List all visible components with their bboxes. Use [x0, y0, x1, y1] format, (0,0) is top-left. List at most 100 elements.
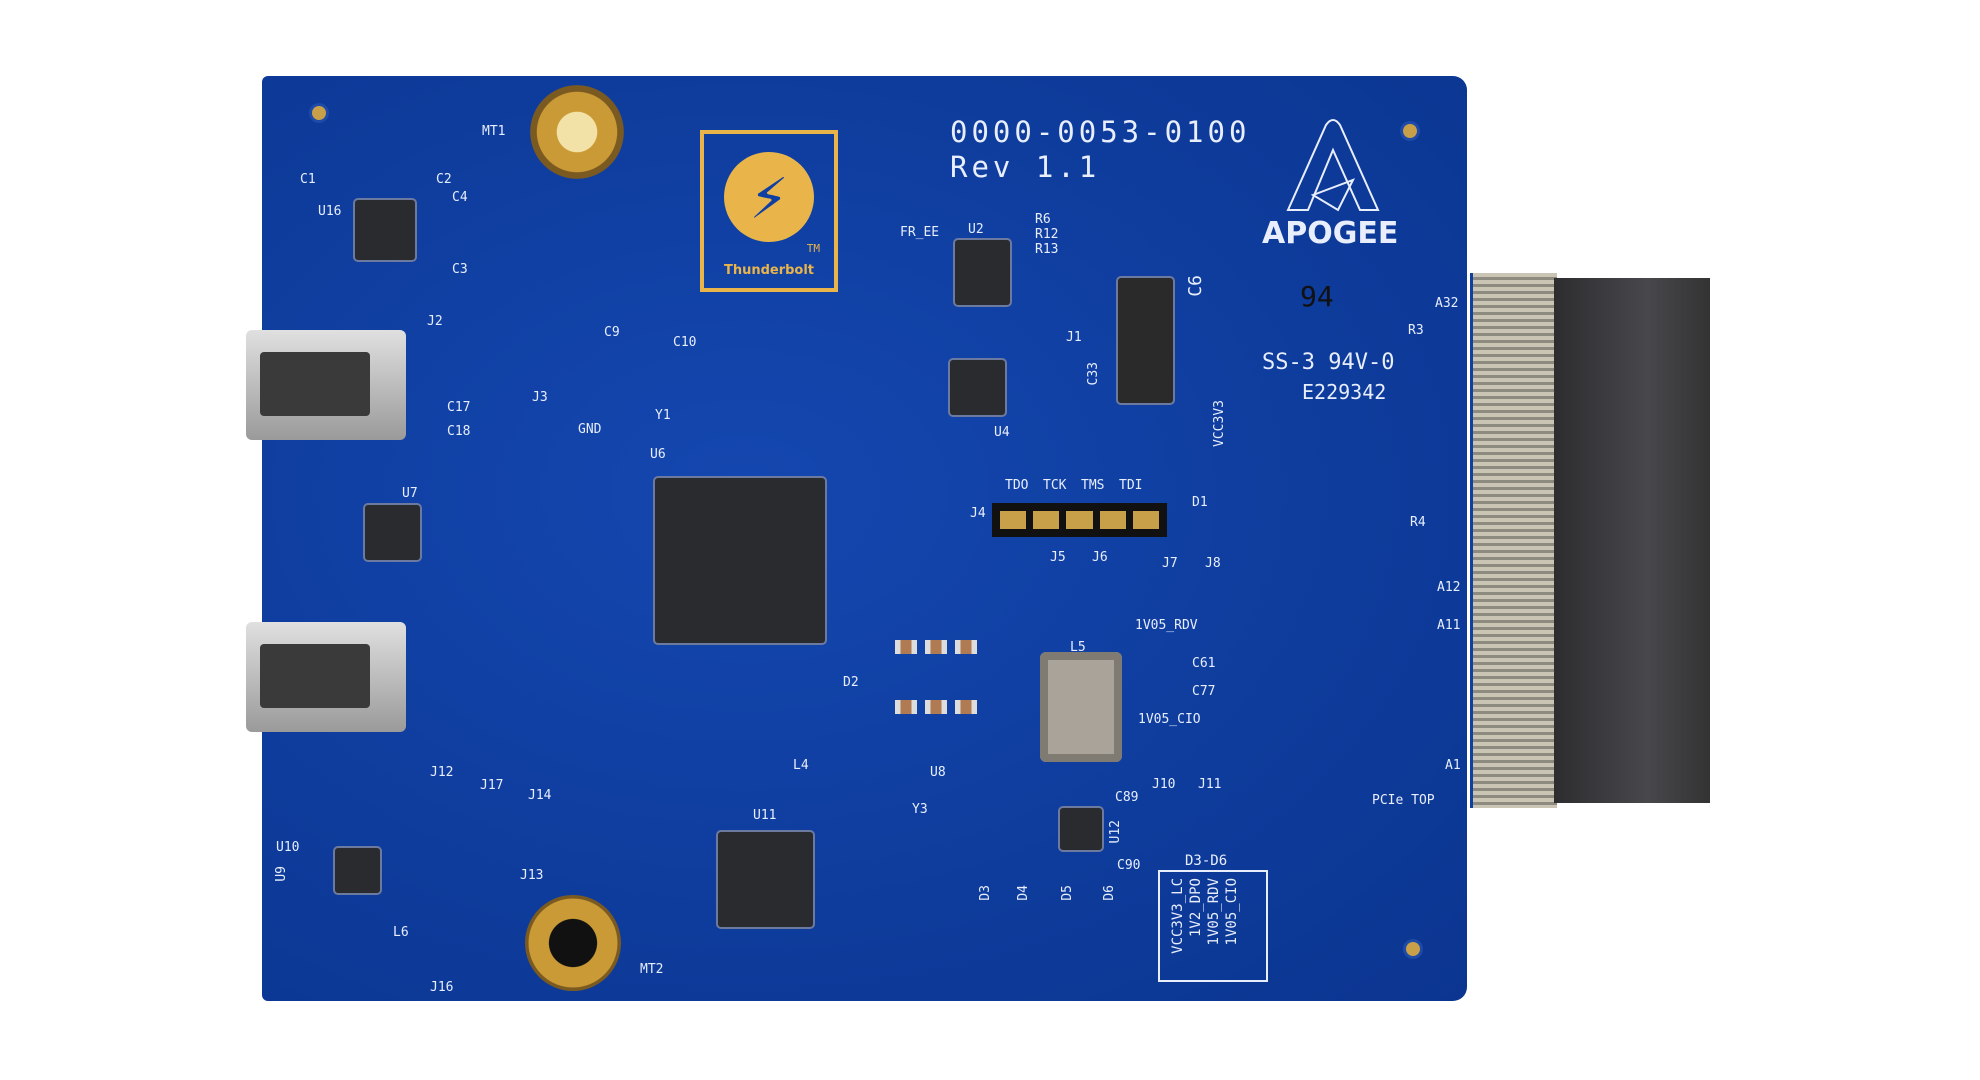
- refdes-label: J6: [1092, 550, 1108, 565]
- refdes-label: J16: [430, 980, 454, 995]
- refdes-label: U8: [930, 765, 946, 780]
- capacitor: [955, 700, 977, 714]
- controller-chip-u6: [655, 478, 825, 643]
- thunderbolt-label: Thunderbolt: [723, 263, 815, 278]
- refdes-label: U6: [650, 447, 666, 462]
- refdes-label: J4: [970, 506, 986, 521]
- handwritten-mark: 94: [1300, 280, 1334, 313]
- refdes-label: D6: [1102, 885, 1117, 901]
- edge-label: R4: [1410, 515, 1426, 530]
- refdes-label: VCC3V3: [1212, 400, 1227, 447]
- refdes-label: J11: [1198, 777, 1222, 792]
- refdes-label: J3: [532, 390, 548, 405]
- thunderbolt-port-1: [246, 330, 406, 440]
- refdes-label: J8: [1205, 556, 1221, 571]
- thunderbolt-port-2: [246, 622, 406, 732]
- refdes-label: L6: [393, 925, 409, 940]
- refdes-label: U10: [276, 840, 300, 855]
- edge-label: A1: [1445, 758, 1461, 773]
- lightning-icon: ⚡: [724, 152, 814, 242]
- mount-hole-mt1: [530, 85, 624, 179]
- ul-cert-line1: SS-3 94V-0: [1262, 350, 1395, 375]
- refdes-label: C6: [1185, 275, 1206, 297]
- ul-cert-line2: E229342: [1302, 380, 1387, 404]
- refdes-label: C90: [1117, 858, 1141, 873]
- chip-u10: [335, 848, 380, 893]
- refdes-label: Y1: [655, 408, 671, 423]
- refdes-label: C1: [300, 172, 316, 187]
- refdes-label: J14: [528, 788, 552, 803]
- edge-label: R3: [1408, 323, 1424, 338]
- eeprom-u2: [955, 240, 1010, 305]
- apogee-logo-icon: [1286, 119, 1380, 212]
- edge-label: A32: [1435, 296, 1459, 311]
- refdes-label: U7: [402, 486, 418, 501]
- refdes-label: D1: [1192, 495, 1208, 510]
- chip-u4: [950, 360, 1005, 415]
- mt2-label: MT2: [640, 962, 664, 977]
- jtag-header-j4: [992, 503, 1167, 537]
- refdes-label: C18: [447, 424, 471, 439]
- inductor-l5: [1040, 652, 1122, 762]
- led-legend-box: VCC3V3_LC 1V2_DPO 1V05_RDV 1V05_CIO: [1158, 870, 1268, 982]
- chip-u12: [1060, 808, 1102, 850]
- refdes-label: C3: [452, 262, 468, 277]
- jtag-label: TDI: [1119, 478, 1143, 493]
- chip-u7: [365, 505, 420, 560]
- pcie-top-label: PCIe TOP: [1372, 793, 1435, 808]
- refdes-label: J1: [1066, 330, 1082, 345]
- trademark: TM: [806, 242, 820, 255]
- refdes-label: C10: [673, 335, 697, 350]
- refdes-label: GND: [578, 422, 602, 437]
- refdes-label: J10: [1152, 777, 1176, 792]
- refdes-label: 1V05_RDV: [1135, 618, 1198, 633]
- refdes-label: U16: [318, 204, 342, 219]
- refdes-label: R13: [1035, 242, 1059, 257]
- refdes-label: R6: [1035, 212, 1051, 227]
- refdes-label: D5: [1060, 885, 1075, 901]
- thunderbolt-logo: ⚡ TM Thunderbolt: [700, 130, 838, 292]
- refdes-label: C4: [452, 190, 468, 205]
- refdes-label: J17: [480, 778, 504, 793]
- capacitor-c6: [1118, 278, 1173, 403]
- edge-label: A11: [1437, 618, 1461, 633]
- chip-u16: [355, 200, 415, 260]
- refdes-label: Y3: [912, 802, 928, 817]
- fiducial: [1406, 942, 1420, 956]
- refdes-label: C89: [1115, 790, 1139, 805]
- refdes-label: U2: [968, 222, 984, 237]
- refdes-label: C9: [604, 325, 620, 340]
- refdes-label: D4: [1016, 885, 1031, 901]
- edge-label: A12: [1437, 580, 1461, 595]
- mt1-label: MT1: [482, 124, 506, 139]
- refdes-label: C33: [1086, 362, 1101, 386]
- capacitor: [955, 640, 977, 654]
- connector-housing: [1554, 278, 1710, 803]
- refdes-label: C17: [447, 400, 471, 415]
- refdes-label: J12: [430, 765, 454, 780]
- pcie-edge-connector: [1470, 273, 1710, 808]
- led-rail-label: VCC3V3_LC: [1170, 878, 1186, 954]
- brand-name: APOGEE: [1262, 216, 1399, 251]
- refdes-label: L4: [793, 758, 809, 773]
- led-rail-label: 1V05_CIO: [1224, 878, 1240, 946]
- capacitor: [925, 640, 947, 654]
- mount-hole-mt2: [525, 895, 621, 991]
- refdes-label: D3: [978, 885, 993, 901]
- refdes-label: J13: [520, 868, 544, 883]
- fiducial: [1403, 124, 1417, 138]
- refdes-label: C2: [436, 172, 452, 187]
- fiducial: [312, 106, 326, 120]
- refdes-label: FR_EE: [900, 225, 940, 240]
- refdes-label: J5: [1050, 550, 1066, 565]
- part-number: 0000-0053-0100: [950, 115, 1251, 149]
- gold-fingers: [1470, 273, 1557, 808]
- pcb-board: [262, 76, 1467, 1001]
- refdes-label: R12: [1035, 227, 1059, 242]
- capacitor: [895, 640, 917, 654]
- refdes-label: J7: [1162, 556, 1178, 571]
- refdes-label: U12: [1108, 820, 1123, 844]
- led-rail-label: 1V2_DPO: [1188, 878, 1204, 938]
- refdes-label: U11: [753, 808, 777, 823]
- jtag-label: TDO: [1005, 478, 1029, 493]
